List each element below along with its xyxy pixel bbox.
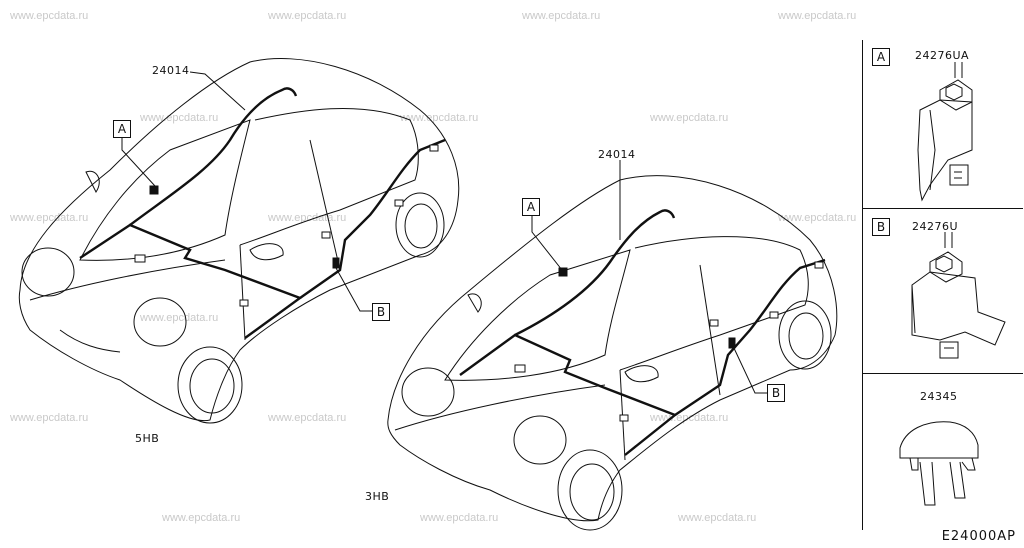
watermark: www.epcdata.ru <box>420 512 499 524</box>
car-5hb-outline <box>18 58 460 424</box>
watermark: www.epcdata.ru <box>678 512 757 524</box>
watermark: www.epcdata.ru <box>778 10 857 22</box>
part-number-label: 24014 <box>598 148 636 161</box>
watermark: www.epcdata.ru <box>140 312 219 324</box>
watermark: www.epcdata.ru <box>268 412 347 424</box>
parts-panel <box>862 40 1024 530</box>
panel-key-a: A <box>872 48 890 66</box>
harness-3hb <box>459 209 826 456</box>
variant-label-5hb: 5HB <box>135 432 160 445</box>
callout-b-5hb: B <box>372 303 390 321</box>
watermark: www.epcdata.ru <box>10 212 89 224</box>
bracket-a-drawing <box>917 62 973 202</box>
watermark: www.epcdata.ru <box>400 112 479 124</box>
part-number-label: 24276U <box>912 220 959 233</box>
watermark: www.epcdata.ru <box>778 212 857 224</box>
watermark: www.epcdata.ru <box>162 512 241 524</box>
watermark: www.epcdata.ru <box>268 212 347 224</box>
panel-divider <box>862 373 1023 374</box>
leaders-3hb <box>531 160 768 394</box>
car-3hb-outline <box>387 175 838 531</box>
callout-a-3hb: A <box>522 198 540 216</box>
part-number-label: 24014 <box>152 64 190 77</box>
watermark: www.epcdata.ru <box>522 10 601 22</box>
variant-label-3hb: 3HB <box>365 490 390 503</box>
callout-b-3hb: B <box>767 384 785 402</box>
harness-5hb <box>79 87 446 339</box>
watermark: www.epcdata.ru <box>650 112 729 124</box>
callout-a-5hb: A <box>113 120 131 138</box>
panel-key-b: B <box>872 218 890 236</box>
connectors-5hb <box>134 144 439 307</box>
watermark: www.epcdata.ru <box>10 10 89 22</box>
watermark: www.epcdata.ru <box>140 112 219 124</box>
diagram-code: E24000AP <box>941 529 1016 544</box>
clip-drawing <box>899 421 979 506</box>
watermark: www.epcdata.ru <box>268 10 347 22</box>
watermark: www.epcdata.ru <box>10 412 89 424</box>
connectors-3hb <box>514 261 824 422</box>
bracket-b-drawing <box>911 232 1006 359</box>
leaders-5hb <box>121 71 372 312</box>
part-number-label: 24276UA <box>915 49 970 62</box>
part-number-label: 24345 <box>920 390 958 403</box>
panel-divider <box>862 208 1023 209</box>
car-drawings <box>18 58 838 531</box>
